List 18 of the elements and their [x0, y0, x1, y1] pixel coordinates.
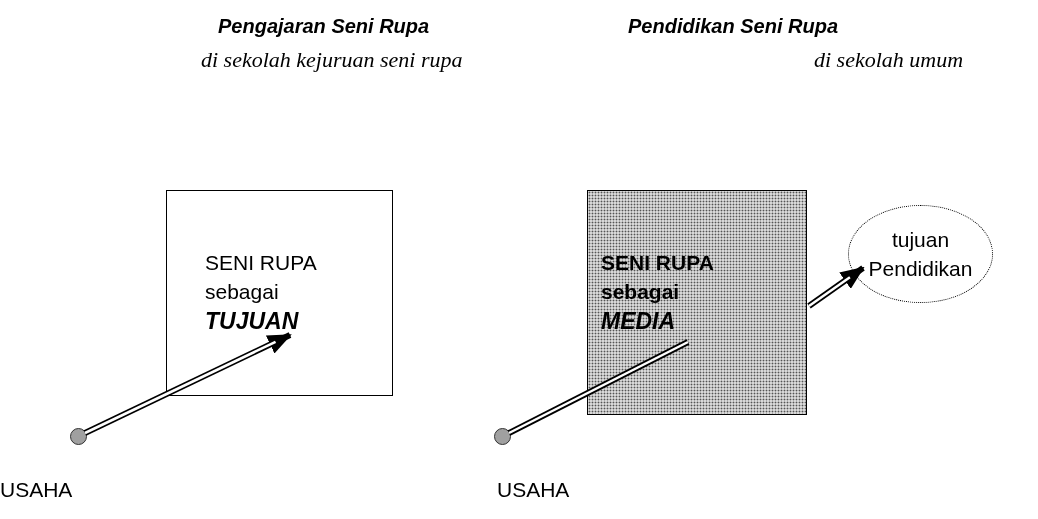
box-heading: TUJUAN [205, 307, 300, 336]
double-line [507, 339, 690, 436]
start-dot [494, 428, 511, 445]
node-label: USAHA [0, 478, 73, 502]
subheading: di sekolah umum [814, 47, 964, 73]
box-text: SENI RUPA sebagai [601, 250, 715, 305]
shaded-box [587, 190, 807, 415]
heading: Pendidikan Seni Rupa [628, 15, 839, 38]
double-arrow [83, 332, 292, 436]
double-arrow [807, 265, 865, 309]
node-label: USAHA [497, 478, 570, 502]
subheading: di sekolah kejuruan seni rupa [201, 47, 463, 73]
ellipse-text: tujuan Pendidikan [867, 227, 974, 282]
heading: Pengajaran Seni Rupa [218, 15, 430, 38]
text-box [166, 190, 393, 396]
box-heading: MEDIA [601, 307, 677, 336]
box-text: SENI RUPA sebagai [205, 250, 317, 305]
start-dot [70, 428, 87, 445]
